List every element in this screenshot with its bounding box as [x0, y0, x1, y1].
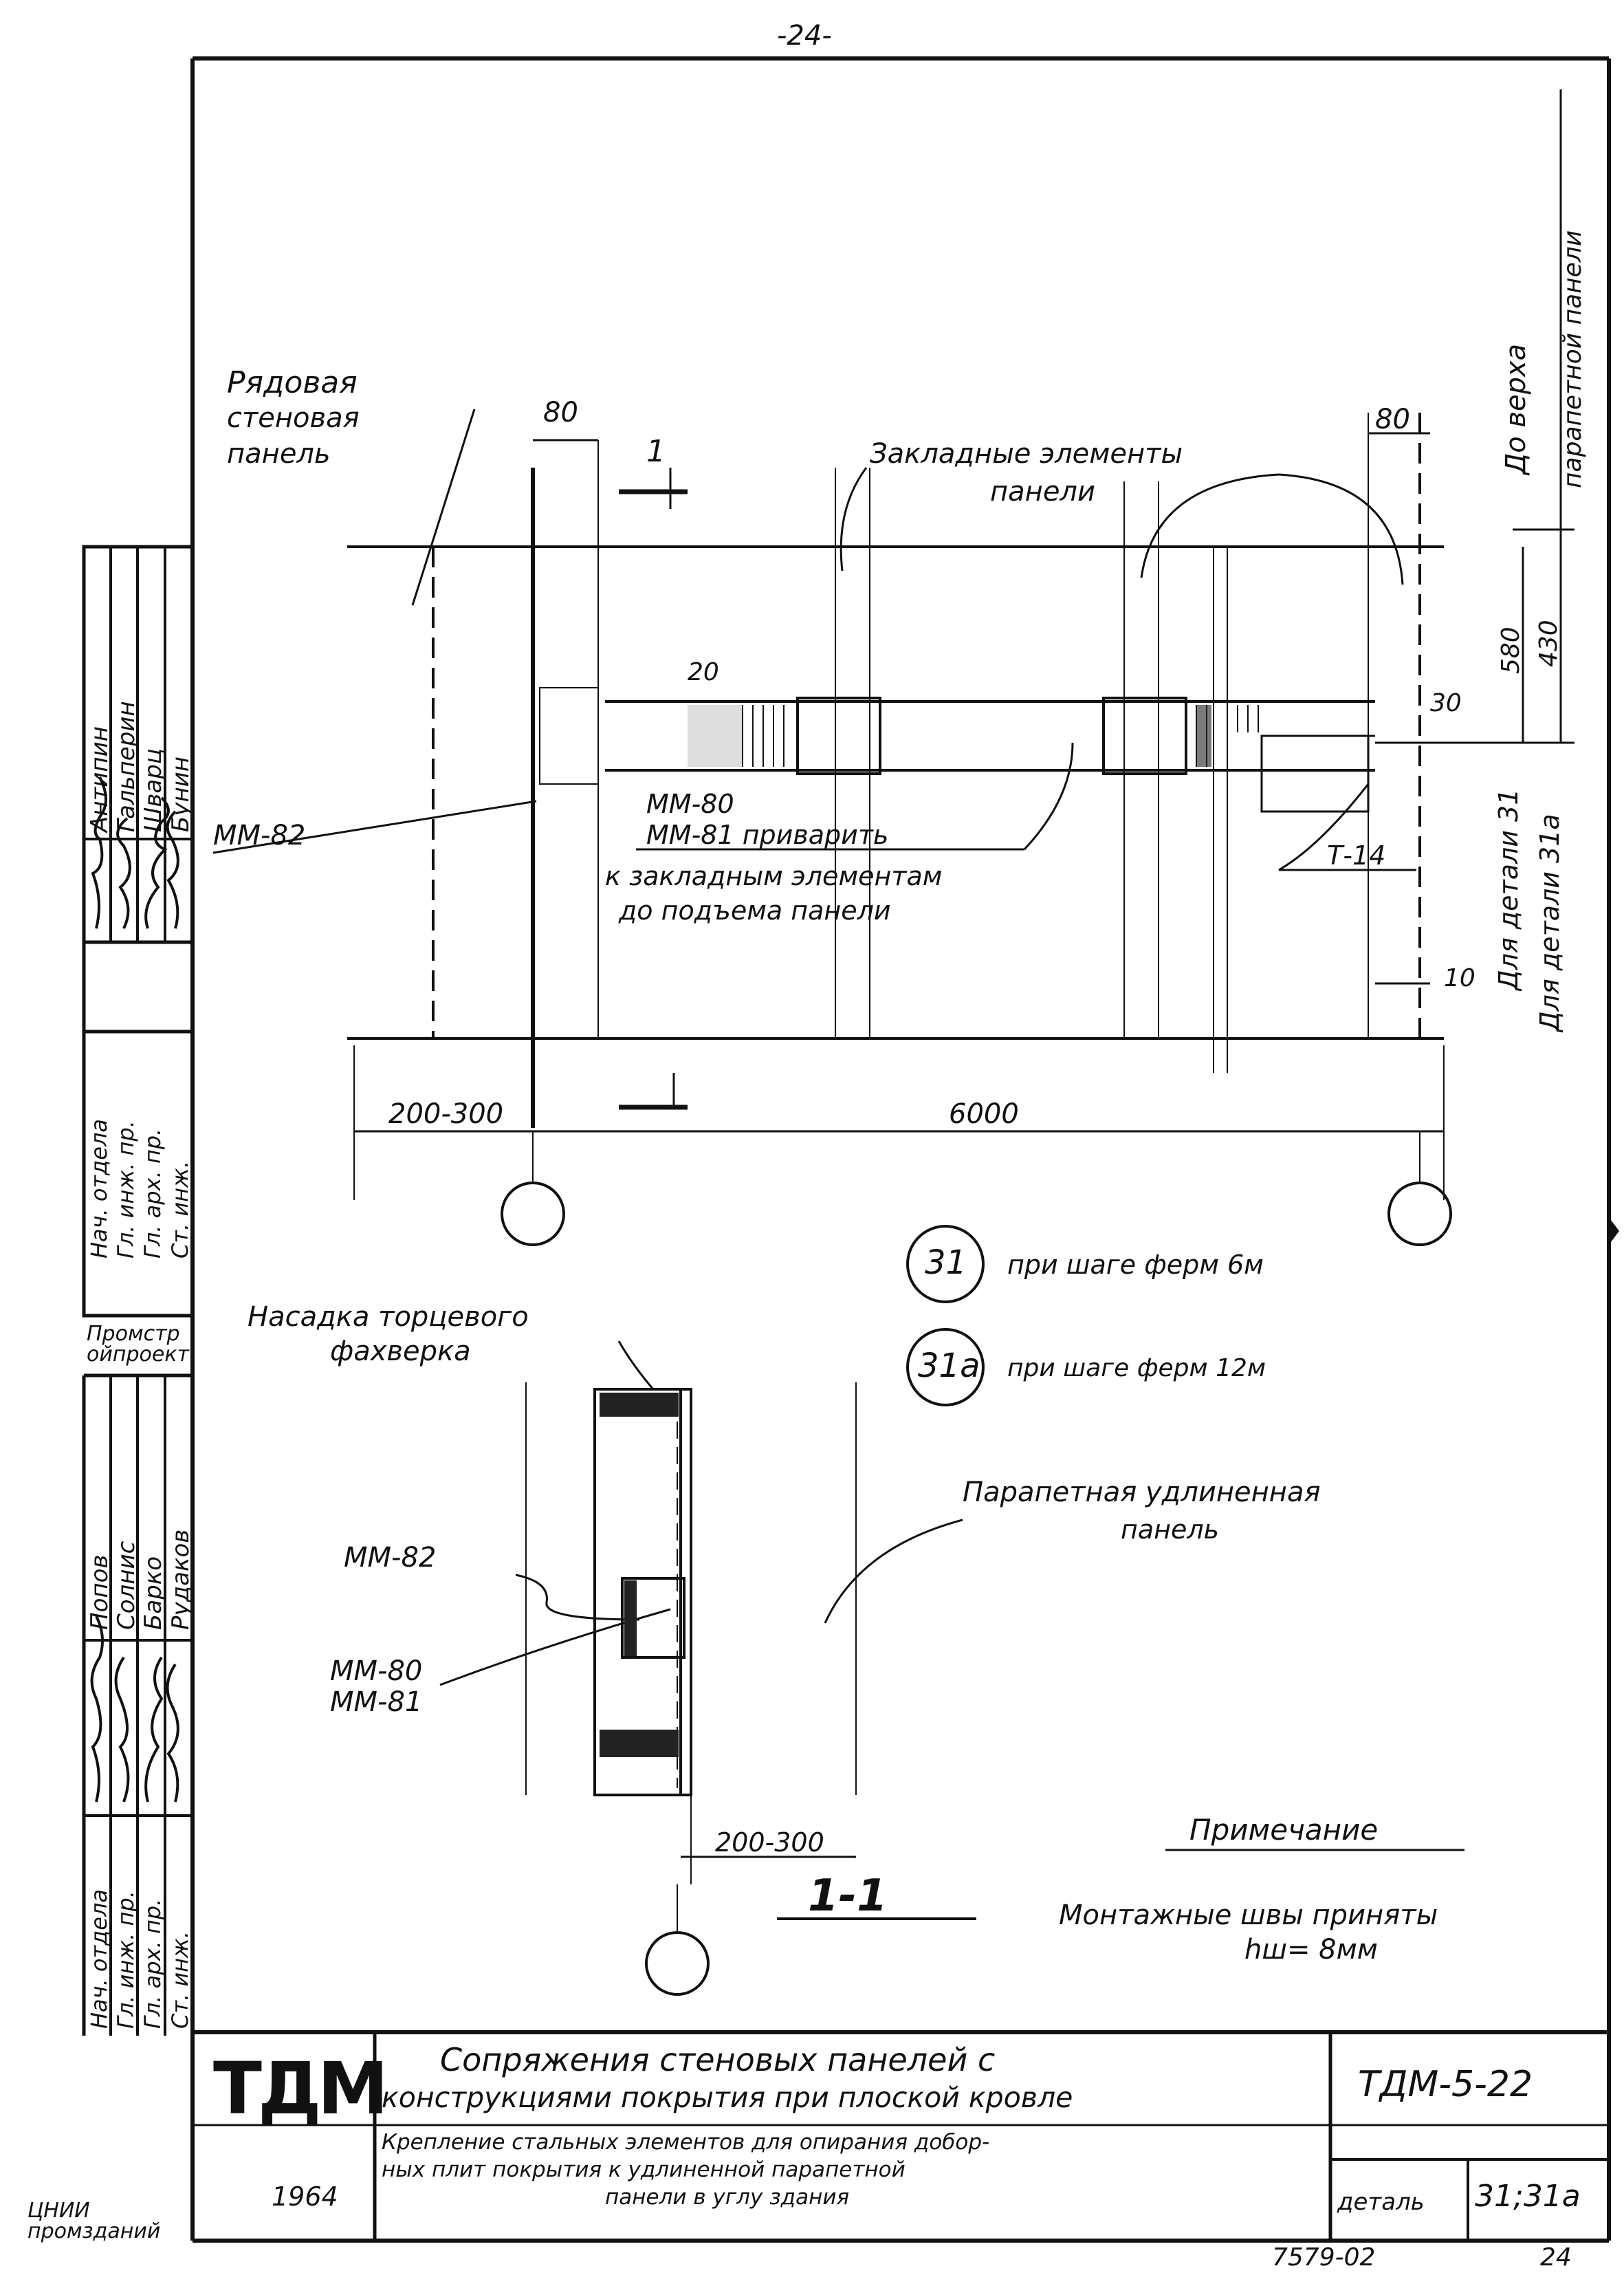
detail-31a-mark: 31а	[918, 1347, 980, 1385]
detail-value: 31;31а	[1475, 2179, 1581, 2214]
tdm-logo: ТДМ	[213, 2047, 388, 2131]
title-main-2: конструкциями покрытия при плоской кровл…	[382, 2081, 1073, 2114]
sheet-code: 7579-02	[1272, 2243, 1376, 2272]
note-text-1: Монтажные швы приняты	[1059, 1900, 1438, 1931]
page-number: -24-	[777, 20, 832, 52]
row-panel-label-1: Рядовая	[227, 365, 358, 400]
mm82-top-label: ММ-82	[213, 820, 306, 851]
stamp-org-lower: ЦНИИ промзданий	[28, 2199, 161, 2243]
dim-200-300-bottom: 200-300	[715, 1827, 824, 1858]
mm80-bottom-label: ММ-80	[330, 1655, 423, 1687]
sheet-number: 24	[1540, 2243, 1572, 2272]
dim-200-300-top: 200-300	[388, 1098, 504, 1130]
dim-80-left: 80	[543, 397, 578, 428]
row-panel-label-2: стеновая	[227, 402, 360, 434]
detail-31-text: при шаге ферм 6м	[1007, 1250, 1264, 1280]
section-title: 1-1	[808, 1871, 888, 1922]
dim-6000: 6000	[949, 1098, 1019, 1130]
dim-80-right: 80	[1375, 404, 1410, 435]
weld-note-1: ММ-80	[646, 789, 734, 819]
embedded-elements-2: панели	[990, 476, 1095, 508]
note-text-2: hш= 8мм	[1244, 1934, 1378, 1966]
dim-30: 30	[1430, 689, 1462, 717]
mm82-bottom-label: ММ-82	[344, 1542, 437, 1574]
weld-note-4: до подъема панели	[619, 895, 891, 926]
detail-31a-text: при шаге ферм 12м	[1007, 1354, 1266, 1382]
t14-label: Т-14	[1327, 840, 1386, 871]
title-sub-3: панели в углу здания	[605, 2185, 850, 2210]
section-mark-top: 1	[646, 434, 666, 469]
weld-note-3: к закладным элементам	[605, 861, 943, 891]
parapet-panel-1: Парапетная удлиненная	[963, 1477, 1321, 1508]
mm81-bottom-label: ММ-81	[330, 1686, 423, 1718]
detail-label: деталь	[1337, 2188, 1425, 2216]
note-title: Примечание	[1189, 1813, 1379, 1847]
end-frame-cap-1: Насадка торцевого	[248, 1301, 529, 1333]
embedded-elements-1: Закладные элементы	[870, 438, 1183, 470]
title-sub-2: ных плит покрытия к удлиненной парапетно…	[382, 2157, 906, 2182]
end-frame-cap-2: фахверка	[330, 1336, 471, 1367]
stamp-org-upper: Промстройпроект	[87, 1322, 189, 1367]
tdm-year: 1964	[272, 2181, 338, 2212]
dim-20: 20	[688, 658, 719, 686]
title-main-1: Сопряжения стеновых панелей с	[440, 2041, 996, 2078]
title-sub-1: Крепление стальных элементов для опирани…	[382, 2130, 990, 2155]
parapet-panel-2: панель	[1121, 1514, 1220, 1545]
series-code: ТДМ-5-22	[1358, 2064, 1533, 2105]
weld-note-2: ММ-81 приварить	[646, 820, 889, 850]
row-panel-label-3: панель	[227, 438, 331, 470]
dim-10: 10	[1444, 964, 1475, 992]
detail-31-mark: 31	[925, 1243, 967, 1282]
